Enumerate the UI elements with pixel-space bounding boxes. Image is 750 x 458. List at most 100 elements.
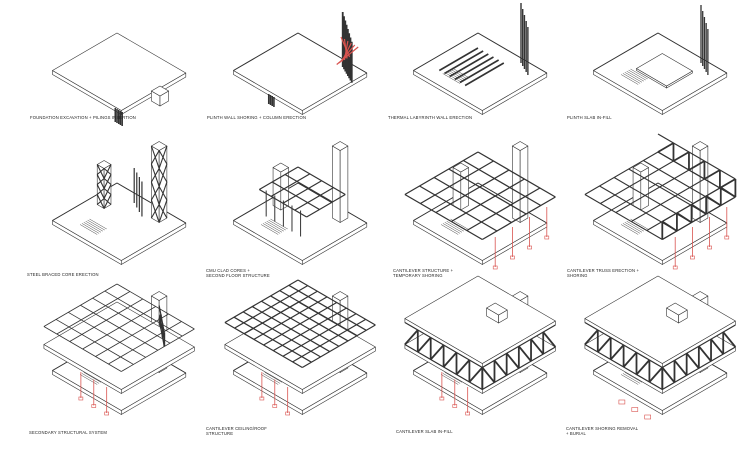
step-4-drawing bbox=[593, 5, 728, 115]
step-1-caption: FOUNDATION EXCAVATION + PILINGS INSERTIO… bbox=[30, 115, 136, 120]
stage-7-core-tall-face-top bbox=[512, 141, 529, 151]
stage-12-truss-front-diag-5a bbox=[648, 366, 663, 383]
step-7-caption: CANTILEVER STRUCTURE + TEMPORARY SHORING bbox=[393, 268, 454, 278]
stage-12-truss-side-diag-2a bbox=[698, 345, 712, 362]
stage-5-stairs-tread-0 bbox=[89, 218, 107, 230]
stage-12-stairs-tread-4 bbox=[622, 373, 641, 384]
stage-10-stairs-tread-5 bbox=[260, 374, 279, 385]
stage-8-temp-shore-3-foot bbox=[672, 265, 678, 270]
stage-4-stairs-tread-3 bbox=[624, 72, 643, 83]
stage-9-secondary-structure-beam-y-3 bbox=[80, 304, 159, 351]
stage-6-floor-structure-beam-x-3 bbox=[294, 187, 334, 211]
stage-11-truss-front-diag-2a bbox=[430, 344, 445, 361]
stage-5-braced-core-short-brace-b-0 bbox=[96, 194, 105, 209]
stage-5-braced-core-tall-brace-d-1 bbox=[158, 181, 168, 205]
stage-11-truss-front-diag-0a bbox=[404, 329, 419, 346]
step-7-drawing bbox=[404, 141, 556, 270]
stage-4-plinth-wall-side bbox=[593, 32, 659, 71]
stage-8-temp-shore-1-foot bbox=[707, 245, 712, 250]
stage-4-stairs-tread-2 bbox=[626, 71, 645, 82]
stage-12-roof-slab-face-top bbox=[584, 275, 736, 364]
stage-5-braced-core-tall-brace-d-2 bbox=[158, 163, 168, 187]
stage-5-braced-core-tall-brace-d-3 bbox=[158, 145, 168, 169]
stage-9-truss-detail-chord-bottom bbox=[158, 319, 165, 347]
stage-11-truss-front-diag-1a bbox=[417, 336, 432, 353]
stage-7-cantilever-grid-beam-y-5 bbox=[404, 193, 483, 241]
step-5-drawing bbox=[52, 141, 187, 265]
step-4: PLINTH SLAB IN-FILL bbox=[563, 2, 748, 152]
step-8: CANTILEVER TRUSS ERECTION + SHORING bbox=[563, 133, 748, 302]
stage-9-secondary-structure-beam-y-1 bbox=[104, 290, 183, 337]
stage-3-labyrinth-wall-1 bbox=[444, 50, 484, 75]
step-11: CANTILEVER SLAB IN-FILL bbox=[383, 275, 568, 452]
step-2-caption: PLINTH WALL SHORING + COLUMN ERECTION bbox=[207, 115, 307, 120]
stage-9-secondary-structure-beam-y-5 bbox=[55, 319, 134, 365]
stage-10-roof-structure-beam-y-8 bbox=[224, 321, 303, 369]
stage-11-truss-side-diag-3a bbox=[505, 352, 520, 369]
step-6: CMU CLAD CORES + SECOND FLOOR STRUCTURE bbox=[203, 141, 388, 302]
stage-3-labyrinth-wall-2 bbox=[449, 53, 489, 78]
stage-6-core-short-face-top bbox=[272, 162, 289, 173]
stage-8-core-tall-face-top bbox=[692, 141, 709, 151]
stage-3-stairs-tread-0 bbox=[452, 67, 470, 79]
stage-11-truss-front-diag-3a bbox=[442, 351, 458, 368]
step-3-caption: THERMAL LABYRINTH WALL ERECTION bbox=[388, 115, 473, 120]
stage-11-truss-side-diag-5a bbox=[481, 366, 496, 383]
step-9-caption: SECONDARY STRUCTURAL SYSTEM bbox=[29, 430, 107, 435]
step-12: CANTILEVER SHORING REMOVAL + BURIAL bbox=[563, 275, 748, 452]
stage-3-stairs-tread-4 bbox=[444, 72, 462, 83]
stage-5-stairs-tread-3 bbox=[83, 222, 102, 233]
step-9-drawing bbox=[43, 283, 195, 416]
stage-8-truss-right-diag-0a bbox=[720, 186, 736, 198]
stage-10-roof-structure-beam-y-4 bbox=[261, 300, 340, 347]
stage-12-buried-shore-1 bbox=[631, 407, 639, 412]
stage-7-stairs-tread-3 bbox=[444, 222, 463, 233]
stage-6-stairs-tread-1 bbox=[268, 219, 286, 231]
step-8-drawing bbox=[584, 133, 737, 270]
stage-5-braced-core-short-brace-b-3 bbox=[96, 164, 105, 179]
step-9: SECONDARY STRUCTURAL SYSTEM bbox=[22, 283, 207, 452]
stage-11-truss-front-diag-5a bbox=[468, 366, 483, 383]
stage-9-secondary-structure-beam-y-2 bbox=[92, 297, 171, 344]
step-4-caption: PLINTH SLAB IN-FILL bbox=[567, 115, 612, 120]
stage-12-truss-side-diag-5a bbox=[661, 366, 676, 383]
stage-7-cantilever-grid-beam-x-5 bbox=[481, 196, 556, 241]
stage-7-cantilever-grid-beam-y-4 bbox=[419, 185, 498, 232]
stage-9-temp-shore-1-foot bbox=[91, 404, 97, 408]
stage-7-cantilever-grid-beam-x-2 bbox=[435, 169, 510, 214]
stage-11-truss-side-diag-2a bbox=[518, 345, 532, 362]
step-3: THERMAL LABYRINTH WALL ERECTION bbox=[383, 2, 568, 152]
stage-10-roof-structure-beam-y-1 bbox=[288, 284, 367, 331]
stage-6-core-tall-face-right bbox=[339, 145, 349, 223]
stage-12-truss-side-chord-top bbox=[661, 324, 736, 369]
stage-8-stairs-tread-2 bbox=[626, 221, 645, 232]
stage-3-plinth-wall-side bbox=[413, 32, 479, 71]
stage-6-floor-structure-beam-x-4 bbox=[306, 193, 346, 218]
stage-3-stairs-tread-5 bbox=[442, 73, 461, 84]
stage-9-temp-shore-2-foot bbox=[104, 411, 109, 416]
stage-7-temp-shore-1-foot bbox=[527, 245, 532, 250]
stage-11-temp-shore-1-foot bbox=[452, 404, 458, 408]
stage-9-secondary-structure-beam-y-4 bbox=[68, 311, 146, 358]
stage-11-stairs-tread-4 bbox=[442, 373, 461, 384]
stage-12-stairs-tread-5 bbox=[620, 374, 639, 385]
stage-8-truss-right-chord-top bbox=[661, 178, 736, 223]
stage-6-core-short-face-left bbox=[272, 167, 282, 211]
stage-5-stairs-tread-1 bbox=[87, 219, 105, 231]
step-1: FOUNDATION EXCAVATION + PILINGS INSERTIO… bbox=[22, 2, 207, 152]
step-12-caption: CANTILEVER SHORING REMOVAL + BURIAL bbox=[566, 426, 639, 436]
stage-12-truss-front-diag-2a bbox=[610, 344, 625, 361]
stage-3-labyrinth-wall-5 bbox=[464, 62, 505, 87]
stage-4-stairs-tread-4 bbox=[622, 73, 641, 84]
stage-5-braced-core-short-brace-b-2 bbox=[96, 174, 105, 189]
stage-7-core-short-face-top bbox=[452, 162, 469, 173]
stage-8-truss-back-diag-2a bbox=[688, 160, 705, 171]
stage-10-stairs-tread-4 bbox=[262, 373, 281, 384]
stage-5-braced-core-tall-brace-b-1 bbox=[150, 181, 160, 205]
step-7: CANTILEVER STRUCTURE + TEMPORARY SHORING bbox=[383, 141, 568, 302]
step-5: STEEL BRACED CORE ERECTION bbox=[22, 141, 207, 302]
stage-11-truss-front-diag-4a bbox=[455, 359, 471, 376]
stage-8-stairs-tread-3 bbox=[624, 222, 643, 233]
stage-11-temp-shore-0-foot bbox=[439, 396, 445, 401]
stage-12-truss-front-chord-bottom bbox=[584, 343, 663, 391]
